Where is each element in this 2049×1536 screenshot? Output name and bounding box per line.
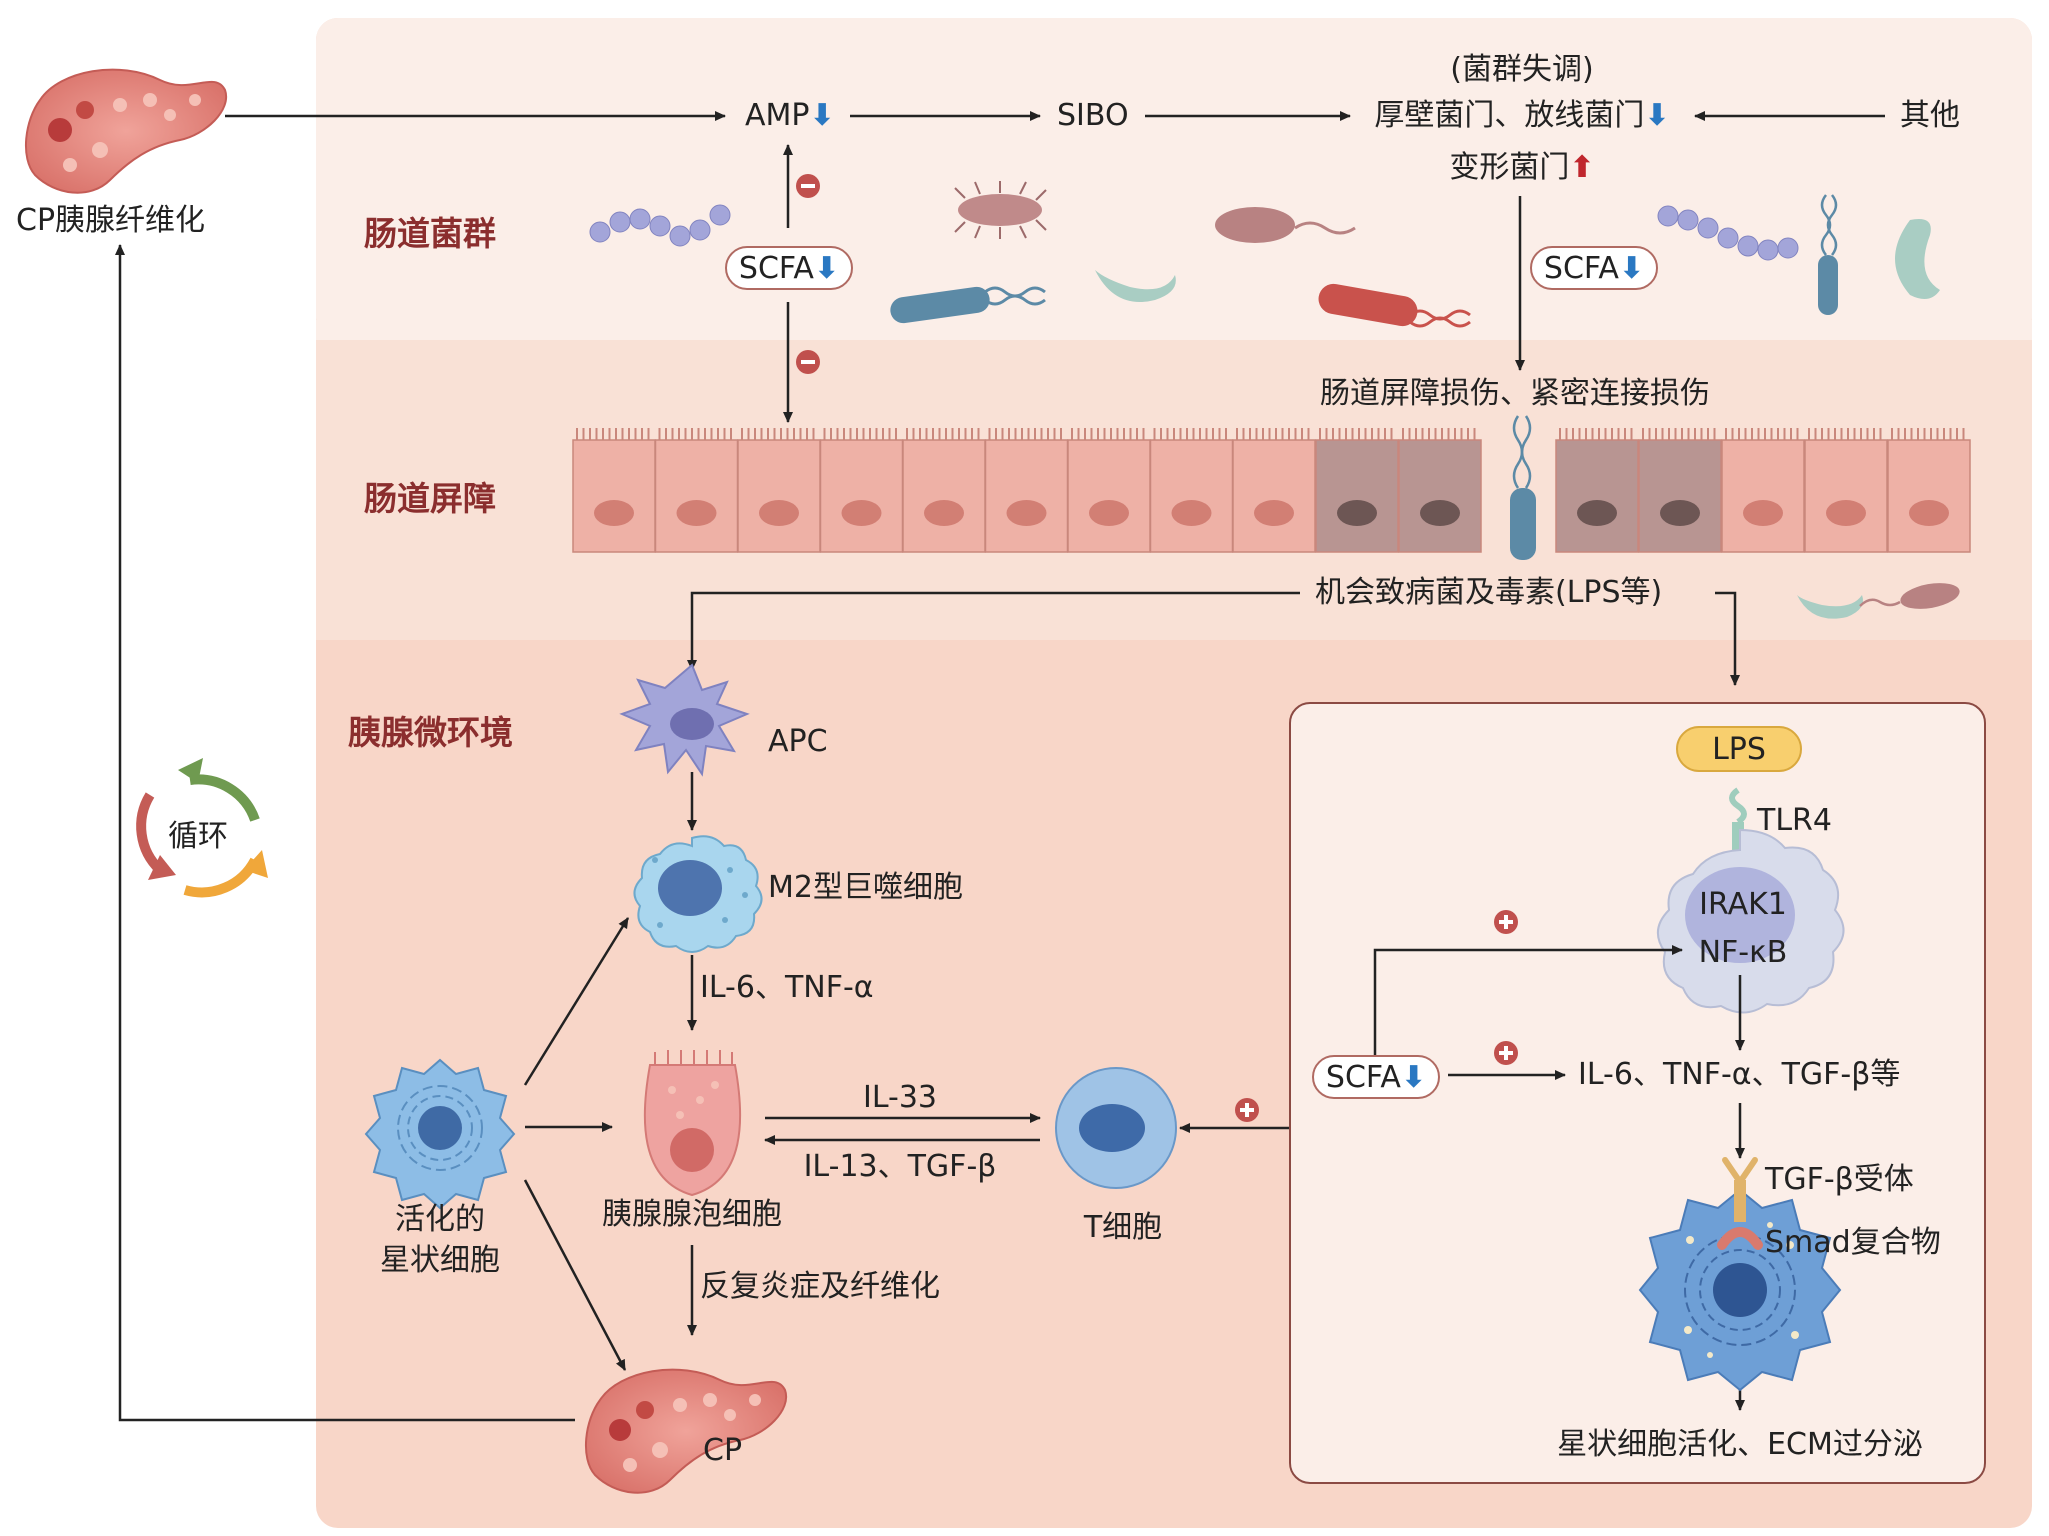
epithelial-cell xyxy=(572,428,656,553)
firmicutes-label: 厚壁菌门、放线菌门⬇ xyxy=(1374,98,1670,133)
pathogen-bacteria-icons xyxy=(1797,583,1960,619)
m2-macrophage-label: M2型巨噬细胞 xyxy=(768,870,963,905)
barrier-damage-label: 肠道屏障损伤、紧密连接损伤 xyxy=(1320,376,1710,411)
apc-label: APC xyxy=(768,724,828,759)
decrease-arrow-icon: ⬇ xyxy=(813,250,840,286)
pathogen-flow-arrows xyxy=(687,591,1740,686)
inhibit-icon xyxy=(796,174,820,374)
repeated-inflammation-label: 反复炎症及纤维化 xyxy=(700,1269,940,1304)
decrease-arrow-icon: ⬇ xyxy=(1644,98,1670,133)
pancreas-organ-bottom-icon xyxy=(584,1368,788,1494)
section-label-gut-barrier: 肠道屏障 xyxy=(364,479,496,518)
lps-badge: LPS xyxy=(1676,726,1802,772)
epithelial-cell xyxy=(819,428,904,553)
section-label-gut-flora: 肠道菌群 xyxy=(364,214,496,253)
epithelial-cell xyxy=(1887,428,1971,553)
t-cell-icon xyxy=(1055,1067,1177,1189)
intestinal-epithelium xyxy=(572,428,1971,553)
decrease-arrow-icon: ⬇ xyxy=(1618,250,1645,286)
stellate-cell-icon xyxy=(364,1058,516,1210)
scfa-badge-inset: SCFA⬇ xyxy=(1312,1055,1440,1099)
m2-macrophage-icon xyxy=(633,835,763,953)
immune-cell-icon xyxy=(1657,828,1845,1014)
epithelial-cell xyxy=(1398,428,1482,553)
amp-label: AMP⬇ xyxy=(745,98,835,133)
epithelial-cell xyxy=(1721,428,1805,553)
translocating-bacterium-icon xyxy=(1510,415,1536,560)
pancreas-organ-top-icon xyxy=(24,68,228,194)
epithelial-cell xyxy=(654,428,739,553)
apc-cell-icon xyxy=(619,663,750,777)
decrease-arrow-icon: ⬇ xyxy=(1400,1059,1427,1095)
scfa-badge-left: SCFA⬇ xyxy=(725,246,853,290)
epithelial-cell xyxy=(984,428,1069,553)
scfa-badge-right: SCFA⬇ xyxy=(1530,246,1658,290)
tgfb-receptor-label: TGF-β受体 xyxy=(1765,1162,1914,1197)
tlr4-label: TLR4 xyxy=(1757,803,1832,838)
epithelial-cell xyxy=(1067,428,1151,553)
epithelial-cell xyxy=(1555,428,1639,553)
epithelial-cell xyxy=(1315,428,1399,553)
stellate-label-line2: 星状细胞 xyxy=(380,1243,500,1278)
cycle-label: 循环 xyxy=(168,819,228,854)
section-label-pancreas-env: 胰腺微环境 xyxy=(348,713,513,752)
t-cell-label: T细胞 xyxy=(1083,1210,1163,1245)
promote-icon xyxy=(1235,910,1518,1122)
epithelial-cell xyxy=(1638,428,1722,553)
epithelial-cell xyxy=(1149,428,1234,553)
epithelial-cell xyxy=(737,428,821,553)
inset-arrows xyxy=(1373,945,1745,1411)
top-flow-arrows xyxy=(225,111,1885,423)
il6-tnf-label: IL-6、TNF-α xyxy=(700,970,874,1005)
il33-label: IL-33 xyxy=(862,1080,938,1115)
increase-arrow-icon: ⬆ xyxy=(1569,150,1595,185)
sibo-label: SIBO xyxy=(1057,98,1129,133)
cycle-loop-arrows xyxy=(115,244,575,1422)
acinar-cell-label: 胰腺腺泡细胞 xyxy=(602,1197,782,1232)
epithelial-cell xyxy=(1232,428,1316,553)
epithelial-cell xyxy=(902,428,986,553)
cp-label: CP xyxy=(703,1433,743,1468)
tgfb-receptor-icon xyxy=(1717,1157,1763,1250)
acinar-cell-icon xyxy=(643,1050,742,1197)
dysbiosis-label: (菌群失调) xyxy=(1450,52,1594,87)
epithelial-cell xyxy=(1804,428,1888,553)
outcome-label: 星状细胞活化、ECM过分泌 xyxy=(1557,1427,1923,1462)
proteobacteria-label: 变形菌门⬆ xyxy=(1449,150,1595,185)
irak1-label: IRAK1 xyxy=(1699,887,1787,922)
cp-fibrosis-label: CP胰腺纤维化 xyxy=(16,203,206,238)
smad-complex-label: Smad复合物 xyxy=(1765,1225,1941,1260)
decrease-arrow-icon: ⬇ xyxy=(809,98,835,133)
others-label: 其他 xyxy=(1900,98,1960,133)
cycle-icon xyxy=(136,758,268,898)
bacteria-icons xyxy=(589,181,1940,328)
stellate-label-line1: 活化的 xyxy=(395,1202,485,1237)
il13-tgf-label: IL-13、TGF-β xyxy=(803,1149,997,1184)
inset-stellate-cell-icon xyxy=(1638,1188,1842,1392)
cytokines-label: IL-6、TNF-α、TGF-β等 xyxy=(1578,1057,1901,1092)
pathogens-label: 机会致病菌及毒素(LPS等) xyxy=(1315,575,1663,610)
nfkb-label: NF-κB xyxy=(1698,935,1788,970)
